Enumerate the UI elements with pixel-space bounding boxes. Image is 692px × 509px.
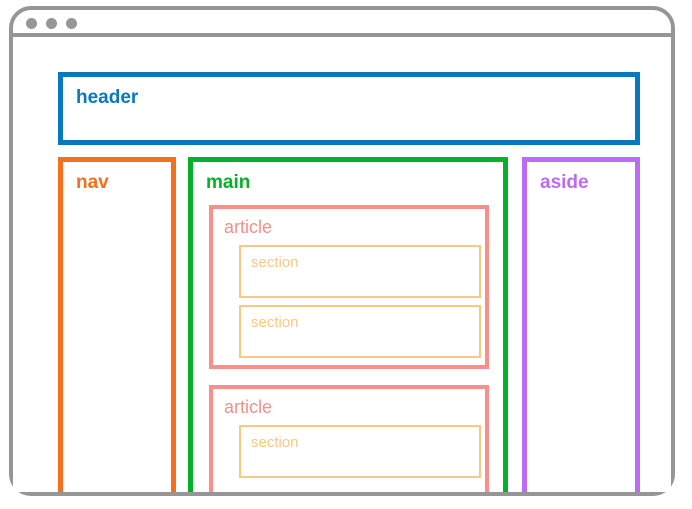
- region-section: section: [239, 305, 481, 358]
- region-nav-label: nav: [76, 172, 109, 193]
- maximize-dot-icon[interactable]: [66, 18, 77, 29]
- page-viewport: header nav main article section section …: [13, 37, 671, 492]
- region-article-label: article: [224, 397, 273, 417]
- region-aside: aside: [522, 157, 640, 492]
- region-section-label: section: [251, 314, 299, 331]
- region-aside-label: aside: [540, 172, 589, 193]
- region-article-label: article: [224, 217, 273, 237]
- region-main-label: main: [206, 172, 251, 193]
- region-section: section: [239, 245, 481, 298]
- region-section: section: [239, 425, 481, 478]
- minimize-dot-icon[interactable]: [46, 18, 57, 29]
- region-article: article section section: [209, 205, 489, 369]
- region-header: header: [58, 72, 640, 145]
- region-section-label: section: [251, 254, 299, 271]
- region-header-label: header: [76, 87, 139, 108]
- region-main: main article section section article sec…: [188, 157, 508, 492]
- region-article: article section: [209, 385, 489, 492]
- browser-window: header nav main article section section …: [9, 6, 675, 496]
- browser-titlebar: [13, 10, 671, 37]
- region-section-label: section: [251, 434, 299, 451]
- window-controls: [26, 18, 77, 29]
- close-dot-icon[interactable]: [26, 18, 37, 29]
- region-nav: nav: [58, 157, 176, 492]
